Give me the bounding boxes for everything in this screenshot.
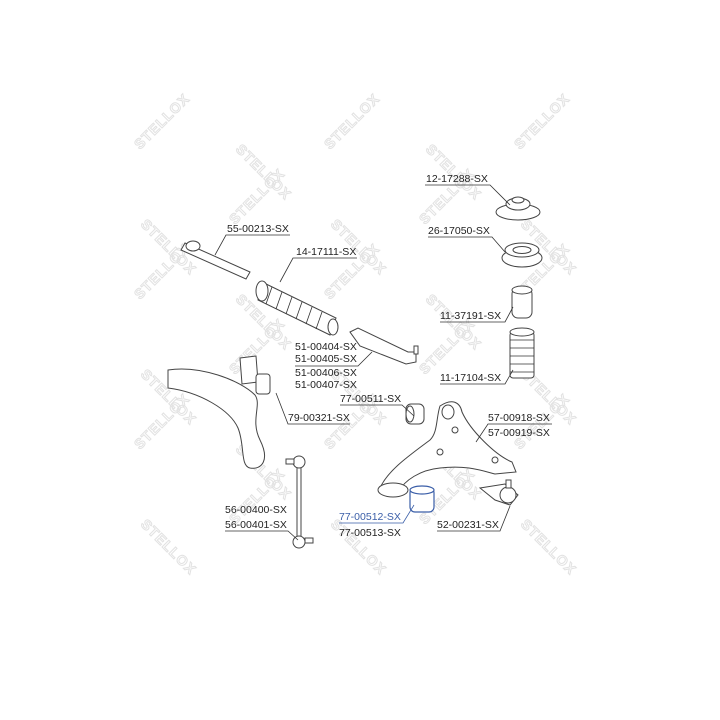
tie-rod-end-drawing [349, 327, 419, 365]
label-51-00406[interactable]: 51-00406-SX [295, 367, 357, 379]
leader-lines [214, 184, 552, 541]
label-79-00321[interactable]: 79-00321-SX [288, 412, 350, 424]
stabilizer-link-drawing [285, 455, 314, 549]
stabilizer-bar-drawing [167, 355, 271, 469]
label-51-00404[interactable]: 51-00404-SX [295, 341, 357, 353]
control-arm-drawing [377, 401, 517, 498]
arm-bushing-front-drawing [405, 403, 425, 425]
ball-joint-drawing [478, 479, 519, 506]
watermark-text: STELLOX [138, 516, 200, 578]
label-56-00401[interactable]: 56-00401-SX [225, 519, 287, 531]
arm-bushing-rear-drawing[interactable] [409, 485, 435, 513]
label-55-00213[interactable]: 55-00213-SX [227, 223, 289, 235]
label-77-00512-highlighted[interactable]: 77-00512-SX [339, 511, 401, 523]
shock-boot-drawing [509, 327, 535, 379]
watermark-text: STELLOX [518, 516, 580, 578]
strut-bearing-drawing [501, 242, 543, 268]
strut-mount-drawing [495, 196, 541, 221]
label-57-00919[interactable]: 57-00919-SX [488, 427, 550, 439]
label-77-00513[interactable]: 77-00513-SX [339, 527, 401, 539]
label-12-17288[interactable]: 12-17288-SX [426, 173, 488, 185]
label-11-17104[interactable]: 11-17104-SX [440, 372, 501, 384]
label-14-17111[interactable]: 14-17111-SX [296, 246, 356, 258]
watermark-text: STELLOX [511, 90, 573, 152]
label-56-00400[interactable]: 56-00400-SX [225, 504, 287, 516]
watermark-text: STELLOX [328, 516, 390, 578]
label-51-00407[interactable]: 51-00407-SX [295, 379, 357, 391]
part-labels: 12-17288-SX 26-17050-SX 55-00213-SX 14-1… [225, 173, 550, 539]
watermark-text: STELLOX [321, 90, 383, 152]
label-52-00231[interactable]: 52-00231-SX [437, 519, 499, 531]
label-57-00918[interactable]: 57-00918-SX [488, 412, 550, 424]
steering-boot-drawing [255, 280, 339, 336]
label-26-17050[interactable]: 26-17050-SX [428, 225, 490, 237]
watermark-text: STELLOX [131, 90, 193, 152]
label-11-37191[interactable]: 11-37191-SX [440, 310, 501, 322]
inner-tie-rod-drawing [180, 240, 251, 280]
label-77-00511[interactable]: 77-00511-SX [340, 393, 401, 405]
label-51-00405[interactable]: 51-00405-SX [295, 353, 357, 365]
bump-stop-drawing [511, 285, 533, 319]
